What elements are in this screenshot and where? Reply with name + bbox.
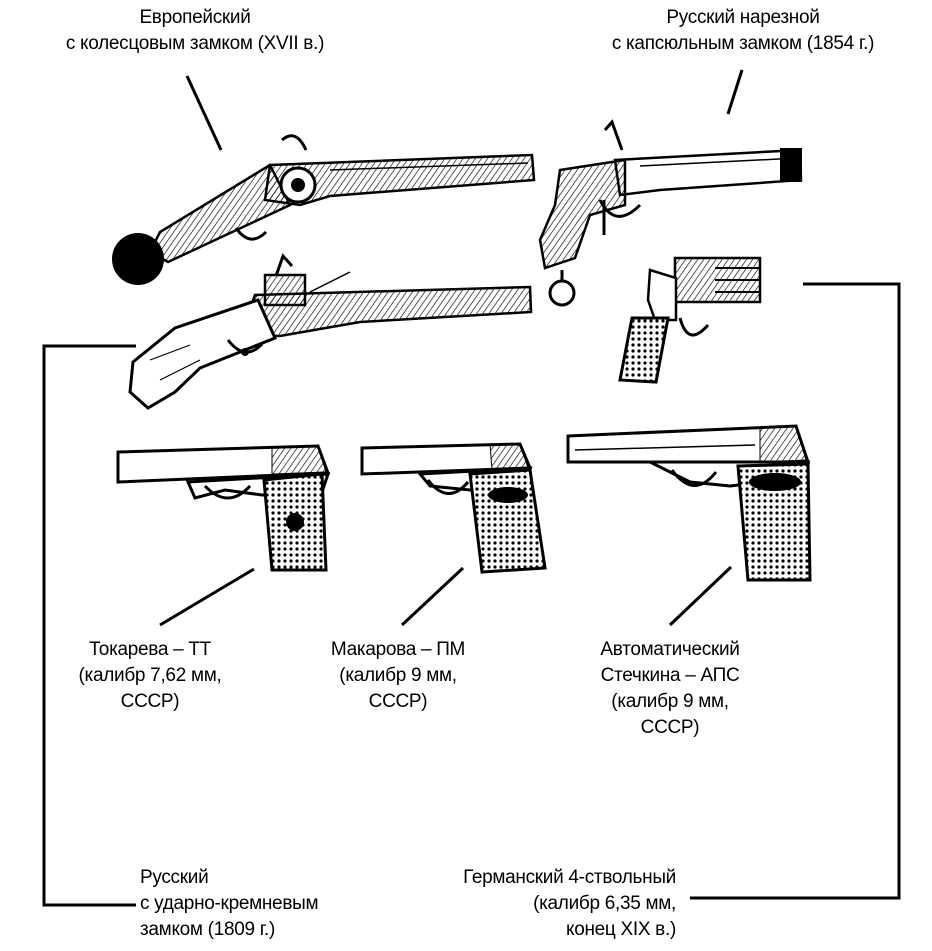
label-line: СССР) (640, 717, 700, 738)
label-line: замком (1809 г.) (140, 919, 276, 940)
label-russian-percussion: Русский нарезной с капсюльным замком (18… (592, 5, 894, 57)
label-line: (калибр 7,62 мм, (78, 665, 222, 686)
four-barrel-pistol-icon (618, 256, 762, 384)
bracket-russian-flint (42, 344, 136, 907)
tokarev-pistol-icon (116, 444, 331, 572)
label-line: Макарова – ПМ (330, 639, 466, 660)
label-line: (калибр 9 мм, (339, 665, 457, 686)
label-line: Стечкина – АПС (600, 665, 740, 686)
label-line: Русский нарезной (666, 7, 820, 28)
label-line: Германский 4-ствольный (463, 867, 676, 888)
label-russian-flint: Русский с ударно-кремневым замком (1809 … (140, 865, 360, 943)
label-makarov: Макарова – ПМ (калибр 9 мм, СССР) (308, 637, 488, 715)
stechkin-pistol-icon (566, 424, 812, 582)
label-line: с капсюльным замком (1854 г.) (611, 33, 875, 54)
label-line: с колесцовым замком (XVII в.) (65, 33, 325, 54)
label-line: Токарева – ТТ (88, 639, 211, 660)
leader-makarov (400, 566, 465, 627)
label-line: Европейский (139, 7, 251, 28)
percussion-pistol-icon (538, 119, 803, 307)
leader-russian-percussion (726, 69, 744, 115)
leader-stechkin (668, 565, 733, 627)
label-german: Германский 4-ствольный (калибр 6,35 мм, … (426, 865, 676, 943)
label-stechkin: Автоматический Стечкина – АПС (калибр 9 … (570, 637, 770, 741)
makarov-pistol-icon (360, 442, 547, 574)
bracket-german (690, 282, 901, 900)
label-line: СССР) (368, 691, 428, 712)
label-tokarev: Токарева – ТТ (калибр 7,62 мм, СССР) (60, 637, 240, 715)
label-european: Европейский с колесцовым замком (XVII в.… (55, 5, 335, 57)
leader-lines (42, 69, 901, 907)
wheellock-pistol-icon (112, 134, 536, 285)
flintlock-pistol-icon (128, 253, 533, 410)
leader-tokarev (159, 567, 255, 627)
label-line: (калибр 6,35 мм, (533, 893, 676, 914)
label-line: (калибр 9 мм, (611, 691, 729, 712)
label-line: с ударно-кремневым (140, 893, 319, 914)
label-line: Русский (140, 867, 209, 888)
label-line: Автоматический (600, 639, 740, 660)
label-line: СССР) (120, 691, 180, 712)
label-line: конец XIX в.) (565, 919, 676, 940)
leader-european (185, 75, 223, 151)
